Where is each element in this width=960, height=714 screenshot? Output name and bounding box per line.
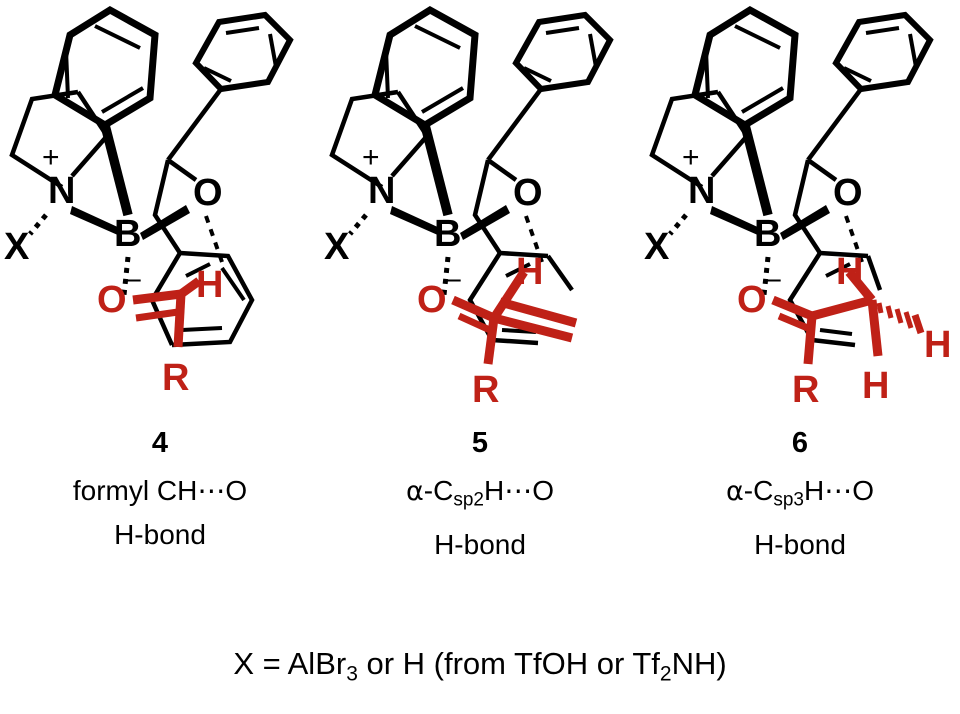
atom-label-nitrogen: N (688, 170, 715, 212)
atom-label-boron: B (114, 213, 141, 255)
structure-number-4: 4 (151, 427, 169, 459)
bond-quatc-to-ether-oxygen (166, 158, 198, 182)
atom-label-substituent-x: X (324, 226, 350, 268)
caption-6-suffix: O (852, 475, 874, 506)
caption-structure-6: 6 α-Csp3H⋯O H-bond (640, 424, 960, 567)
caption-5-suffix: O (532, 475, 554, 506)
footer-part-1: X = AlBr (233, 646, 347, 681)
heterocycle-skeleton (149, 159, 255, 348)
wedge-nitrogen-to-boron (710, 206, 762, 236)
atom-label-nitrogen: N (368, 170, 395, 212)
phenyl-ring-upper-right (192, 11, 294, 93)
atom-label-carbonyl-oxygen: O (737, 279, 767, 321)
structure-row: N + X B – O (0, 0, 960, 420)
atom-label-ether-oxygen: O (833, 172, 863, 214)
hashed-wedge-to-hydrogen-right (876, 302, 925, 335)
pyrrolidine-ring (9, 89, 110, 189)
charge-label-nitrogen-plus: + (362, 141, 380, 174)
caption-5-line-1: α-Csp2H⋯O (320, 469, 640, 523)
red-saturated-ketone-fragment: O H (737, 269, 951, 411)
footer-note: X = AlBr3 or H (from TfOH or Tf2NH) (0, 645, 960, 693)
structure-4-diagram: N + X B – O (0, 0, 320, 420)
bond-phenyl-to-boron (100, 123, 133, 217)
bond-phenyl-to-quaternary-carbon (486, 87, 543, 162)
atom-label-substituent-x: X (644, 226, 670, 268)
wedge-boron-to-ether-oxygen (780, 205, 830, 240)
caption-5-mid: H (483, 475, 505, 506)
footer-part-3: NH) (671, 646, 727, 681)
atom-label-boron: B (754, 213, 781, 255)
caption-6-alpha: α (725, 476, 744, 507)
caption-6-line-2: H-bond (754, 528, 846, 560)
structure-number-5: 5 (471, 427, 489, 459)
caption-6-mid: H (803, 475, 825, 506)
caption-6-line-1: α-Csp3H⋯O (640, 469, 960, 523)
red-acyl-fragment: O R (97, 277, 202, 399)
bond-quatc-to-ether-oxygen (486, 158, 518, 182)
caption-structure-4: 4 formyl CH⋯O H-bond (0, 424, 320, 567)
red-enone-fragment: O R (417, 269, 578, 411)
caption-5-line-2: H-bond (434, 528, 526, 560)
atom-label-nitrogen: N (48, 170, 75, 212)
caption-6-ellipsis: ⋯ (824, 475, 853, 506)
atom-label-carbonyl-oxygen: O (417, 279, 447, 321)
caption-5-ellipsis: ⋯ (504, 475, 533, 506)
wedge-boron-to-ether-oxygen (460, 205, 510, 240)
caption-4-line-2: H-bond (114, 519, 206, 550)
bond-nitrogen-to-x (348, 213, 368, 236)
atom-label-ether-oxygen: O (513, 172, 543, 214)
caption-5-subscript: sp2 (453, 489, 484, 511)
bond-phenyl-to-boron (740, 123, 773, 217)
atom-label-r-group: R (792, 369, 819, 411)
caption-4-prefix: formyl CH (72, 475, 198, 506)
bond-quatc-to-ether-oxygen (806, 158, 838, 182)
phenyl-ring-upper-right (832, 11, 934, 93)
caption-4-ellipsis: ⋯ (197, 475, 226, 506)
structure-5-diagram: N + X B – O (320, 0, 640, 420)
charge-label-nitrogen-plus: + (42, 141, 60, 174)
atom-label-carbonyl-oxygen: O (97, 279, 127, 321)
bond-phenyl-to-quaternary-carbon (806, 87, 863, 162)
caption-5-dash: -C (423, 475, 454, 506)
wedge-boron-to-ether-oxygen (140, 205, 190, 240)
caption-5-alpha: α (405, 476, 424, 507)
structure-number-6: 6 (791, 427, 809, 459)
caption-4-suffix: O (225, 475, 248, 506)
atom-label-ether-oxygen: O (193, 172, 223, 214)
bond-nitrogen-to-x (28, 213, 48, 236)
phenyl-ring-upper-left (690, 5, 799, 130)
atom-label-r-group: R (472, 369, 499, 411)
caption-4-line-1: formyl CH⋯O (0, 469, 320, 513)
atom-label-substituent-x: X (4, 226, 30, 268)
bond-phenyl-to-quaternary-carbon (166, 87, 223, 162)
caption-6-dash: -C (743, 475, 774, 506)
phenyl-ring-upper-left (370, 5, 479, 130)
atom-label-r-group: R (162, 357, 189, 399)
atom-label-hydrogen-bottom: H (862, 365, 889, 407)
pyrrolidine-ring (329, 89, 430, 189)
caption-structure-5: 5 α-Csp2H⋯O H-bond (320, 424, 640, 567)
structure-6-diagram: N + X B – O (640, 0, 960, 420)
charge-label-nitrogen-plus: + (682, 141, 700, 174)
phenyl-ring-upper-left (50, 5, 159, 130)
wedge-nitrogen-to-boron (70, 206, 122, 236)
wedge-nitrogen-to-boron (390, 206, 442, 236)
footer-part-2: or H (from TfOH or Tf (357, 646, 660, 681)
caption-6-subscript: sp3 (773, 489, 804, 511)
atom-label-hydrogen-right: H (924, 324, 951, 366)
footer-subscript-1: 3 (346, 662, 358, 686)
atom-label-boron: B (434, 213, 461, 255)
phenyl-ring-upper-right (512, 11, 614, 93)
pyrrolidine-ring (649, 89, 750, 189)
bond-nitrogen-to-x (668, 213, 688, 236)
bond-phenyl-to-boron (420, 123, 453, 217)
caption-row: 4 formyl CH⋯O H-bond 5 α-Csp2H⋯O H-bond … (0, 424, 960, 567)
footer-subscript-2: 2 (659, 662, 672, 686)
